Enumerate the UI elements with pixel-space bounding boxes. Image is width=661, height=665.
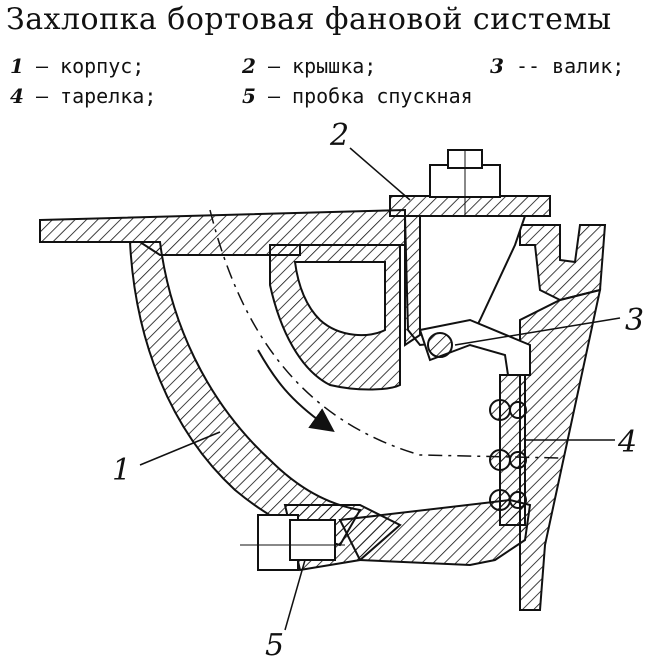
leader-line-3: [454, 317, 621, 346]
cover-plate: [389, 195, 551, 217]
figure-title: Захлопка бортовая фановой системы: [6, 2, 612, 37]
cover-inner-wall: [404, 215, 421, 347]
cover: [389, 149, 551, 347]
leader-line-5: [284, 559, 306, 631]
legend-number-1: 1: [10, 54, 24, 78]
flow-arrow: [257, 349, 335, 432]
drain-plug-stem: [289, 519, 336, 561]
shaft-pin: [427, 332, 453, 358]
leader-line-1: [139, 431, 221, 466]
callout-4: 4: [617, 425, 637, 460]
duct-window: [293, 261, 386, 337]
legend-number-2: 2: [242, 54, 256, 78]
legend-text-2: — крышка;: [255, 54, 377, 78]
legend-text-3: -- валик;: [503, 54, 625, 78]
drain-plug: [240, 514, 345, 571]
legend-number-4: 4: [10, 84, 24, 108]
disc: [489, 374, 527, 526]
callout-2: 2: [329, 118, 349, 153]
leader-lines: [139, 147, 621, 631]
legend-text-5: — пробка спускная: [255, 84, 473, 108]
legend-item-3: 3 -- валик;: [490, 54, 624, 78]
legend-item-4: 4 — тарелка;: [10, 84, 156, 108]
legend-item-2: 2 — крышка;: [242, 54, 376, 78]
leader-line-2: [349, 147, 411, 201]
legend-number-3: 3: [490, 54, 504, 78]
body-right-wall: [519, 288, 602, 611]
legend-text-1: — корпус;: [23, 54, 145, 78]
callout-5: 5: [265, 628, 284, 663]
callout-1: 1: [112, 453, 131, 488]
flow-centerline: [209, 209, 561, 459]
shaft: [418, 318, 531, 376]
legend-item-1: 1 — корпус;: [10, 54, 144, 78]
body-right-hook: [519, 224, 607, 302]
legend-text-4: — тарелка;: [23, 84, 157, 108]
body-housing: [39, 208, 607, 611]
legend-number-5: 5: [242, 84, 256, 108]
legend-item-5: 5 — пробка спускная: [242, 84, 473, 108]
callout-3: 3: [625, 303, 644, 338]
